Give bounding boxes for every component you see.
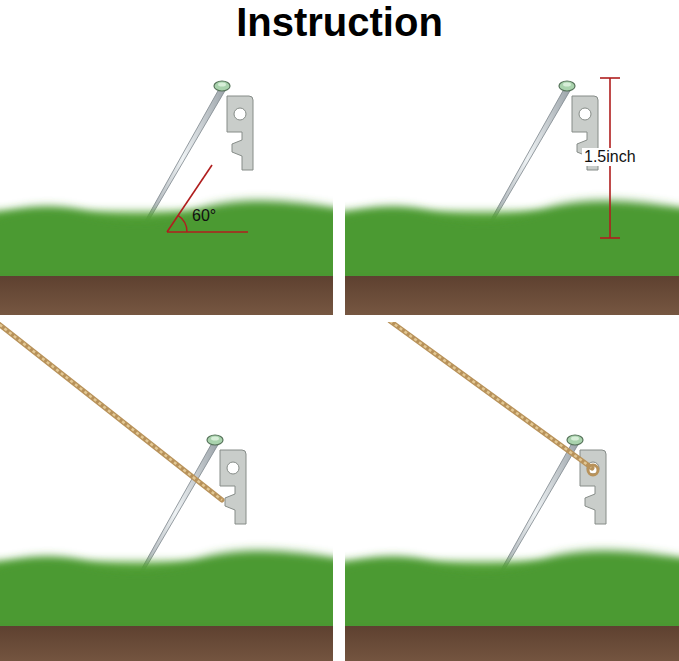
page-title: Instruction — [0, 0, 679, 46]
angle-label: 60° — [190, 207, 218, 225]
dimension-label: 1.5inch — [582, 148, 638, 166]
